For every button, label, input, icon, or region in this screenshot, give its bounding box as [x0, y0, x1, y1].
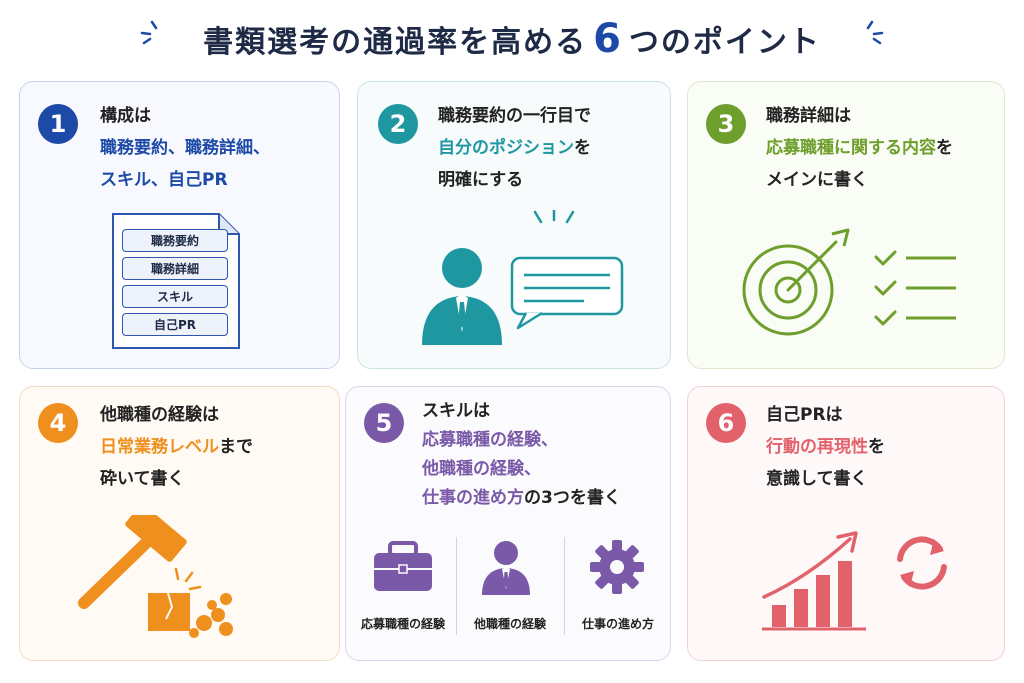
- point-line: 他職種の経験は: [100, 405, 219, 425]
- briefcase-icon: [374, 541, 432, 591]
- number-badge: 1: [38, 104, 78, 144]
- point-card-4: 4 他職種の経験は 日常業務レベルまで 砕いて書く: [19, 386, 340, 661]
- number-badge: 6: [706, 403, 746, 443]
- doc-item: 自己PR: [122, 313, 228, 336]
- point-line: 砕いて書く: [100, 469, 185, 489]
- point-card-5: 5 スキルは 応募職種の経験、 他職種の経験、 仕事の進め方の3つを書く 応募職…: [345, 386, 671, 661]
- person-speech-icon: [422, 210, 624, 345]
- target-checklist-icon: [742, 228, 956, 336]
- divider: [564, 537, 565, 635]
- point-highlight: 応募職種の経験、: [422, 430, 558, 450]
- point-card-6: 6 自己PRは 行動の再現性を 意識して書く: [687, 386, 1005, 661]
- point-text: 他職種の経験は 日常業務レベルまで 砕いて書く: [100, 399, 253, 495]
- point-line: メインに書く: [766, 170, 868, 190]
- doc-item: スキル: [122, 285, 228, 308]
- point-highlight: 他職種の経験、: [422, 459, 541, 479]
- point-line: を: [868, 437, 885, 457]
- point-card-3: 3 職務詳細は 応募職種に関する内容を メインに書く: [687, 81, 1005, 369]
- doc-item: 職務詳細: [122, 257, 228, 280]
- point-highlight: 自分のポジション: [438, 138, 574, 158]
- sparkle-left-icon: [140, 20, 158, 45]
- point-highlight: スキル、自己PR: [100, 170, 228, 190]
- icon-label: 応募職種の経験: [360, 617, 445, 631]
- title-main: 書類選考の通過率を高める: [203, 25, 588, 60]
- number-badge: 5: [364, 403, 404, 443]
- point-highlight: 日常業務レベル: [100, 437, 219, 457]
- point-line: 意識して書く: [766, 469, 868, 489]
- point-card-1: 1 構成は 職務要約、職務詳細、 スキル、自己PR 職務要約 職務詳細 スキル …: [19, 81, 340, 369]
- point-text: スキルは 応募職種の経験、 他職種の経験、 仕事の進め方の3つを書く: [422, 397, 621, 513]
- title-tail: つのポイント: [628, 25, 821, 60]
- gear-icon: [590, 540, 644, 594]
- point-text: 職務詳細は 応募職種に関する内容を メインに書く: [766, 100, 953, 196]
- sparkle-right-icon: [866, 20, 884, 45]
- point-highlight: 職務要約、職務詳細、: [100, 138, 270, 158]
- refresh-icon: [897, 536, 947, 590]
- point-line: まで: [219, 437, 253, 457]
- point-card-2: 2 職務要約の一行目で 自分のポジションを 明確にする: [357, 81, 671, 369]
- point-line: 職務要約の一行目で: [438, 106, 591, 126]
- icon-label: 他職種の経験: [473, 617, 546, 631]
- hammer-icon: [78, 515, 233, 638]
- point-line: 明確にする: [438, 170, 524, 190]
- point-line: 自己PRは: [766, 405, 843, 425]
- doc-item: 職務要約: [122, 229, 228, 252]
- point-text: 自己PRは 行動の再現性を 意識して書く: [766, 399, 885, 495]
- point-line: を: [574, 138, 591, 158]
- point-text: 職務要約の一行目で 自分のポジションを 明確にする: [438, 100, 591, 196]
- point-highlight: 応募職種に関する内容: [766, 138, 936, 158]
- title-number: 6: [593, 16, 623, 62]
- number-badge: 2: [378, 104, 418, 144]
- number-badge: 4: [38, 403, 78, 443]
- point-line: スキルは: [422, 401, 490, 421]
- point-line: の3つを書く: [524, 488, 621, 508]
- divider: [456, 537, 457, 635]
- point-line: 構成は: [100, 106, 151, 126]
- point-text: 構成は 職務要約、職務詳細、 スキル、自己PR: [100, 100, 270, 196]
- document-icon: 職務要約 職務詳細 スキル 自己PR: [111, 212, 241, 350]
- point-highlight: 行動の再現性: [766, 437, 868, 457]
- page-title: 書類選考の通過率を高める 6 つのポイント: [0, 14, 1024, 64]
- businessperson-icon: [482, 541, 530, 595]
- point-line: 職務詳細は: [766, 106, 851, 126]
- growth-chart-icon: [762, 531, 866, 631]
- point-highlight: 仕事の進め方: [422, 488, 524, 508]
- number-badge: 3: [706, 104, 746, 144]
- icon-label: 仕事の進め方: [581, 617, 654, 631]
- point-line: を: [936, 138, 953, 158]
